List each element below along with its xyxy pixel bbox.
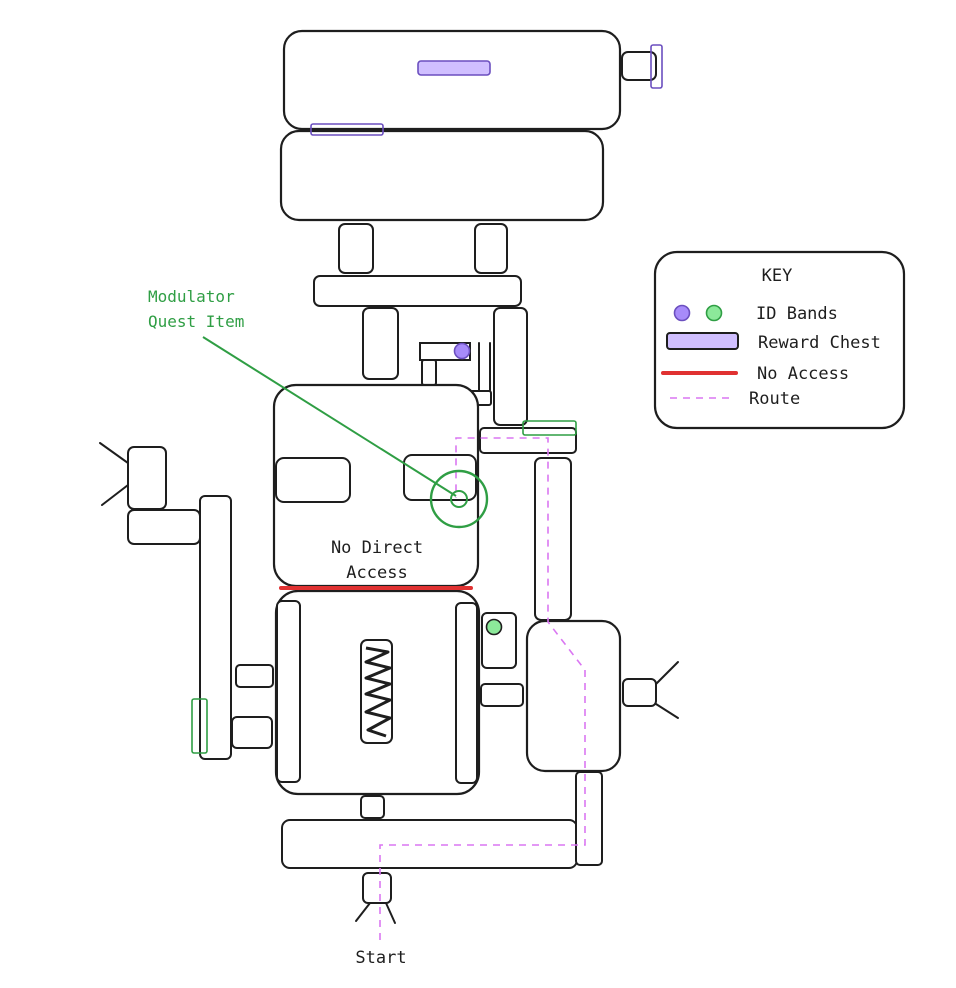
west-tower: [127, 446, 167, 510]
legend-id-band-purple-icon: [673, 304, 691, 322]
reward-chest-outline-second: [310, 123, 384, 136]
spring-coil-icon: [364, 646, 392, 738]
west-corridor: [199, 495, 232, 760]
route-path: [379, 437, 586, 940]
pillar-left: [362, 307, 399, 380]
central-alcove-left: [275, 457, 351, 503]
central-room-label-2: Access: [346, 563, 407, 583]
south-east-corridor: [575, 771, 603, 866]
east-corridor: [534, 457, 572, 621]
legend-route-label: Route: [749, 389, 800, 409]
top-room: [282, 29, 622, 131]
pipe-stub: [421, 359, 437, 386]
green-marker-west: [191, 698, 208, 754]
spring-chamber: [360, 639, 393, 744]
west-step-upper: [235, 664, 274, 688]
bridge-hall: [313, 275, 522, 307]
west-step-lower: [231, 716, 273, 749]
torch-east-2: [655, 703, 679, 719]
east-room: [525, 619, 622, 773]
entrance-post-right: [385, 902, 396, 924]
entrance-gate: [362, 872, 392, 904]
lower-room-right-wall: [455, 602, 478, 784]
east-door: [622, 678, 657, 707]
pillar-right: [493, 307, 528, 426]
lower-room-left-wall: [276, 600, 301, 783]
south-step: [360, 795, 385, 819]
start-label: Start: [355, 948, 406, 968]
torch-east-1: [655, 661, 679, 685]
east-ledge: [479, 427, 577, 454]
legend-id-band-green-icon: [705, 304, 723, 322]
legend-id-bands-label: ID Bands: [756, 304, 838, 324]
modulator-pointer-line: [202, 336, 457, 497]
second-room: [279, 129, 605, 222]
torch-left-1: [99, 442, 129, 464]
modulator-quest-item-icon: [450, 490, 468, 508]
entrance-post-left: [355, 902, 371, 922]
connector-left: [338, 223, 374, 274]
green-marker-ledge: [522, 420, 577, 436]
torch-left-2: [101, 484, 129, 506]
id-band-purple: [453, 342, 471, 360]
south-hall: [281, 819, 578, 869]
legend-reward-chest-icon: [666, 332, 739, 350]
reward-chest-outline-right: [650, 44, 663, 89]
legend-box: [653, 250, 906, 430]
annotation-line2: Quest Item: [148, 312, 244, 331]
legend-reward-chest-label: Reward Chest: [758, 333, 881, 353]
id-band-green: [485, 618, 503, 636]
pipe-segment: [419, 342, 471, 361]
west-link: [127, 509, 201, 545]
reward-chest-top: [417, 60, 491, 76]
central-room-label-1: No Direct: [331, 538, 423, 558]
legend-no-access-label: No Access: [757, 364, 849, 384]
east-step: [480, 683, 524, 707]
legend-title: KEY: [762, 266, 793, 286]
modulator-target-ring: [429, 469, 489, 529]
connector-right: [474, 223, 508, 274]
annotation-line1: Modulator: [148, 287, 235, 306]
top-right-door: [621, 51, 657, 81]
